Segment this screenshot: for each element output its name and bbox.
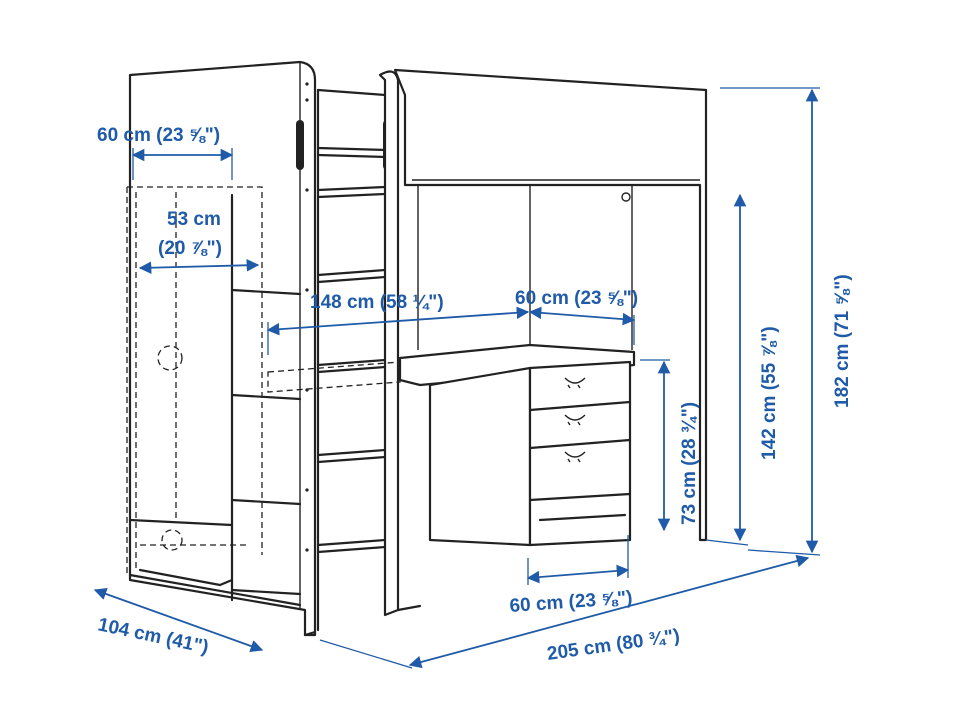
label-total-length: 205 cm (80 ¾") [546, 626, 681, 665]
label-desk-drawer-width: 60 cm (23 ⅝") [515, 288, 638, 309]
label-desk-length: 148 cm (58 ¼") [310, 292, 444, 313]
left-end-panel [128, 60, 317, 637]
desk [267, 343, 636, 547]
label-inner-width-in: (20 ⅞") [158, 238, 222, 259]
label-drawer-base-width: 60 cm (23 ⅝") [509, 587, 633, 617]
furniture-drawing [126, 60, 708, 637]
label-total-height: 182 cm (71 ⅝") [832, 274, 853, 408]
label-inner-width-cm: 53 cm [167, 209, 221, 230]
label-top-width: 60 cm (23 ⅝") [97, 125, 220, 146]
label-under-bed-height: 142 cm (55 ⅞") [759, 326, 780, 460]
dimension-lines [93, 87, 821, 669]
rear-guard-panel [393, 68, 708, 542]
ladder [316, 70, 400, 632]
label-desk-height: 73 cm (28 ¾") [679, 402, 700, 525]
label-depth: 104 cm (41") [96, 614, 210, 658]
